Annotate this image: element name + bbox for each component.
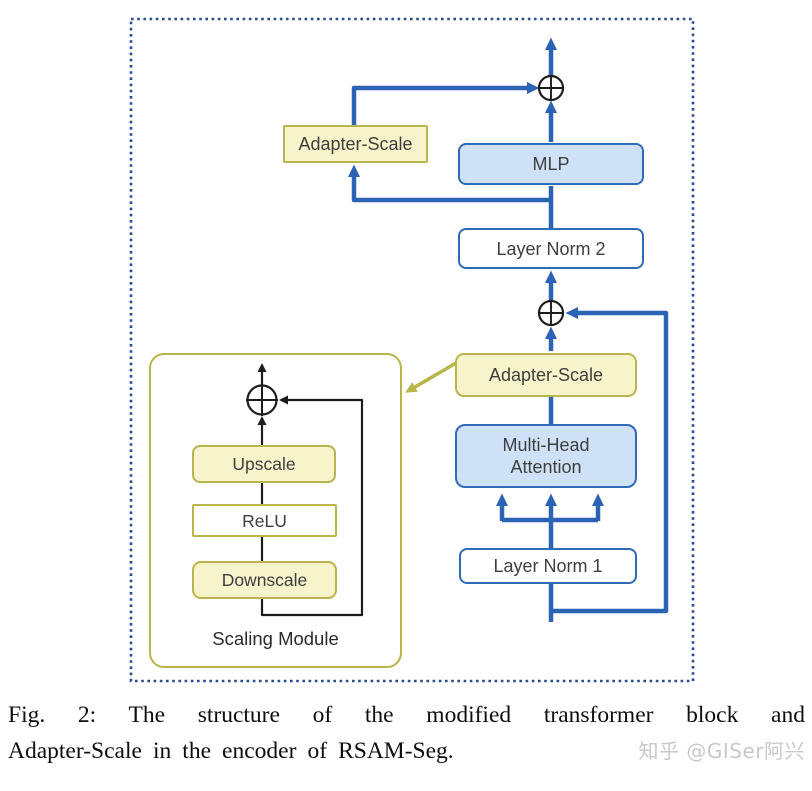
layer-norm-1-label: Layer Norm 1 [493,556,603,576]
downscale-label: Downscale [221,570,308,590]
scaling-module-title: Scaling Module [212,628,339,649]
upscale-label: Upscale [232,454,296,474]
caption-line-2: Adapter-Scale in the encoder of RSAM-Seg… [8,734,805,768]
caption-line-1: Fig. 2: The structure of the modified tr… [8,702,805,728]
sum-node-top-icon [537,74,565,102]
mlp-label: MLP [532,154,570,174]
relu-block: ReLU [192,504,337,537]
adapter-scale-mid-label: Adapter-Scale [488,365,604,385]
adapter-scale-top-label: Adapter-Scale [298,134,413,154]
caption-line-2-text: Adapter-Scale in the encoder of RSAM-Seg… [8,738,454,764]
adapter-scale-top-block: Adapter-Scale [283,125,428,163]
mlp-block: MLP [458,143,644,185]
sum-node-mid-icon [537,299,565,327]
upscale-block: Upscale [192,445,336,483]
zhihu-watermark: 知乎 @GISer阿兴 [638,739,805,763]
layer-norm-1-block: Layer Norm 1 [459,548,637,584]
mha-label-line2: Attention [510,457,582,477]
layer-norm-2-label: Layer Norm 2 [496,238,606,259]
adapter-scale-mid-block: Adapter-Scale [455,353,637,397]
adapter-top-to-sum-arrow [351,82,540,126]
relu-label: ReLU [242,510,287,531]
multi-head-attention-block: Multi-Head Attention [455,424,637,488]
mha-label-line1: Multi-Head [502,435,590,455]
figure-caption: Fig. 2: The structure of the modified tr… [8,698,805,768]
adapter-detail-callout-arrow [405,361,457,393]
layer-norm-2-block: Layer Norm 2 [458,228,644,269]
downscale-block: Downscale [192,561,337,599]
